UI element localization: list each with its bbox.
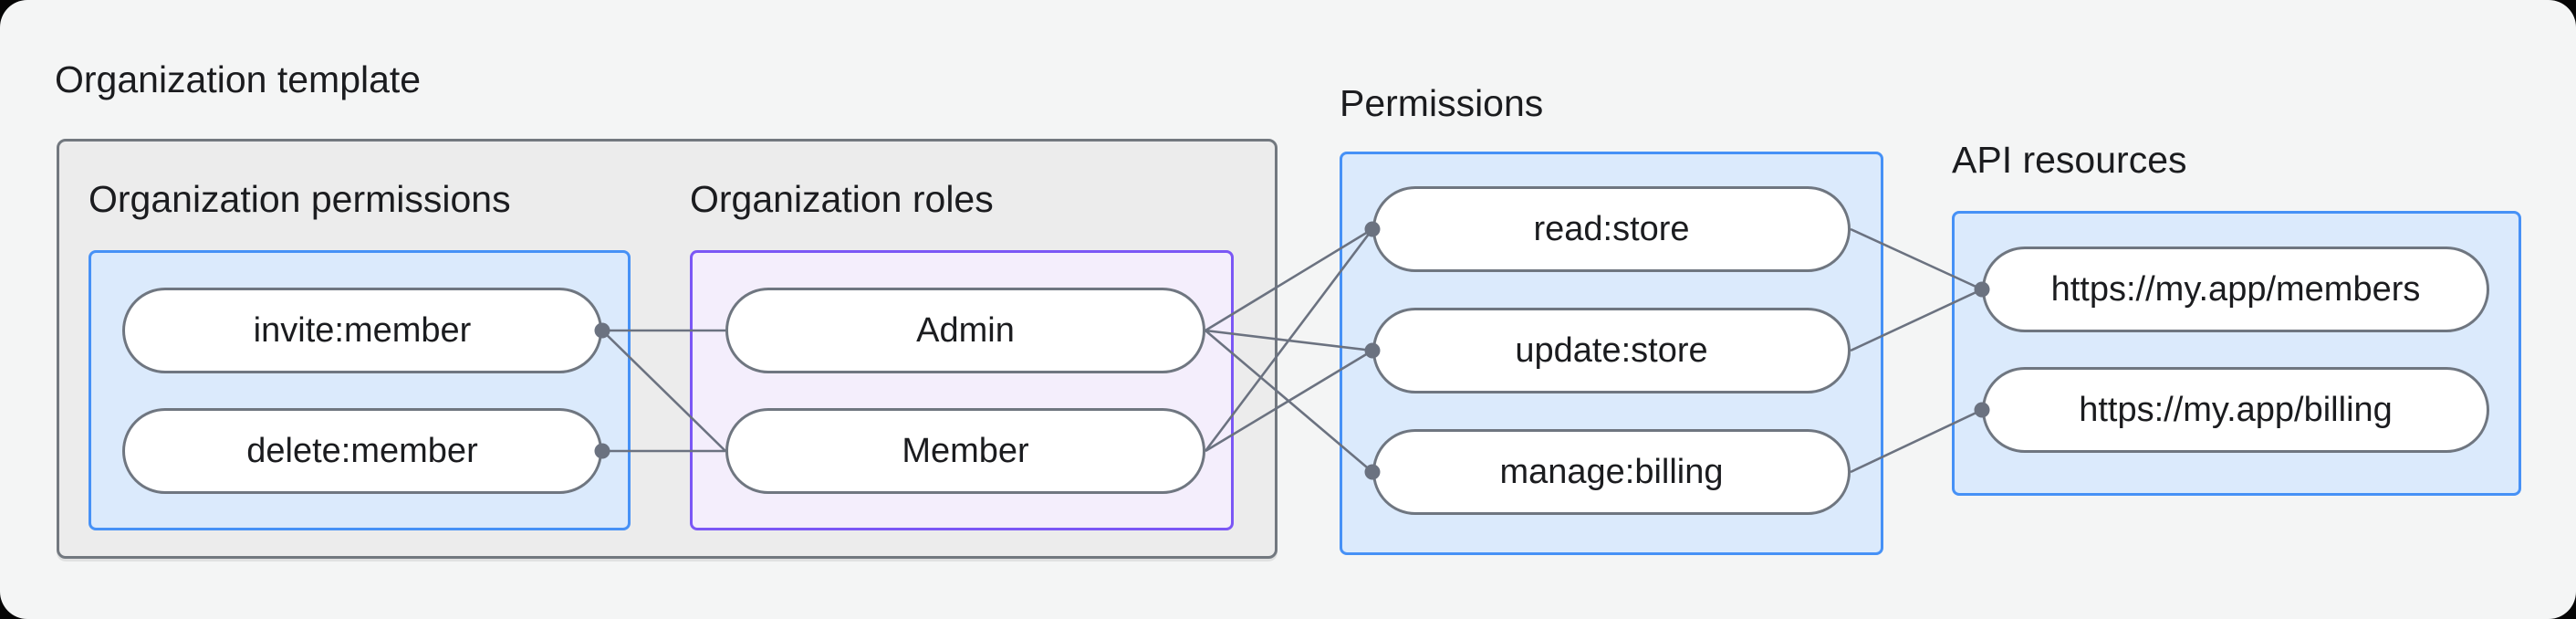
permission-node-read-store: read:store [1372,186,1851,272]
permission-node-update-store: update:store [1372,308,1851,393]
organization-permissions-label: Organization permissions [89,178,511,220]
permission-node-delete-member: delete:member [122,408,602,494]
permission-node-manage-billing: manage:billing [1372,429,1851,515]
role-node-admin: Admin [725,288,1205,373]
diagram-title: Organization template [55,58,422,100]
api-resources-label: API resources [1952,139,2187,181]
api-node-billing-url: https://my.app/billing [1982,367,2489,453]
permission-node-invite-member: invite:member [122,288,602,373]
permissions-label: Permissions [1340,82,1544,124]
api-node-members-url: https://my.app/members [1982,247,2489,332]
organization-roles-label: Organization roles [690,178,994,220]
role-node-member: Member [725,408,1205,494]
